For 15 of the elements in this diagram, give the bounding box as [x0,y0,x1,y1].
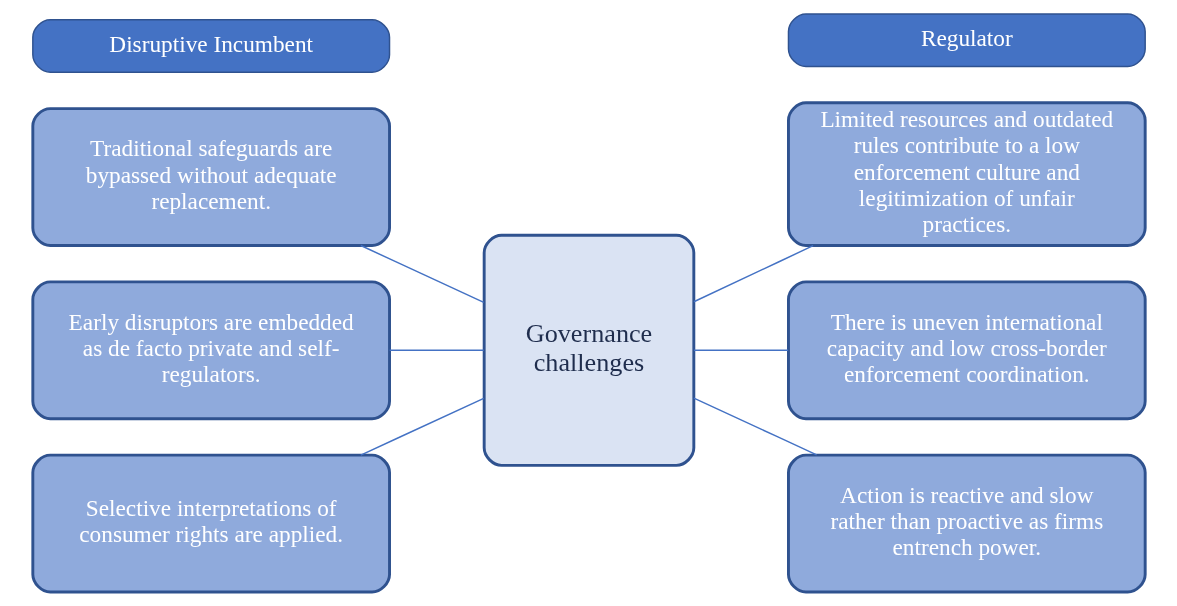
connector [692,349,789,352]
connector [692,397,817,456]
node-box: Early disruptors are embedded as de facto private and self-regulators. [30,280,391,421]
connector [388,349,484,352]
node-box: Governance challenges [482,233,695,467]
node-box: Regulator [787,13,1146,68]
node-box: Action is reactive and slow rather than proactive as firms entrench power. [786,453,1147,594]
node-box: Traditional safeguards are bypassed without adequate replacement. [30,107,391,247]
node-box: There is uneven international capacity and low cross-border enforcement coordination. [786,280,1147,421]
connector [359,244,484,304]
connector [692,244,814,303]
connector [359,397,484,456]
node-box: Selective interpretations of consumer rights are applied. [30,453,391,594]
node-box: Disruptive Incumbent [31,19,390,73]
node-box: Limited resources and outdated rules contribute to a low enforcement culture and legitimization of unfair practices. [786,101,1147,247]
